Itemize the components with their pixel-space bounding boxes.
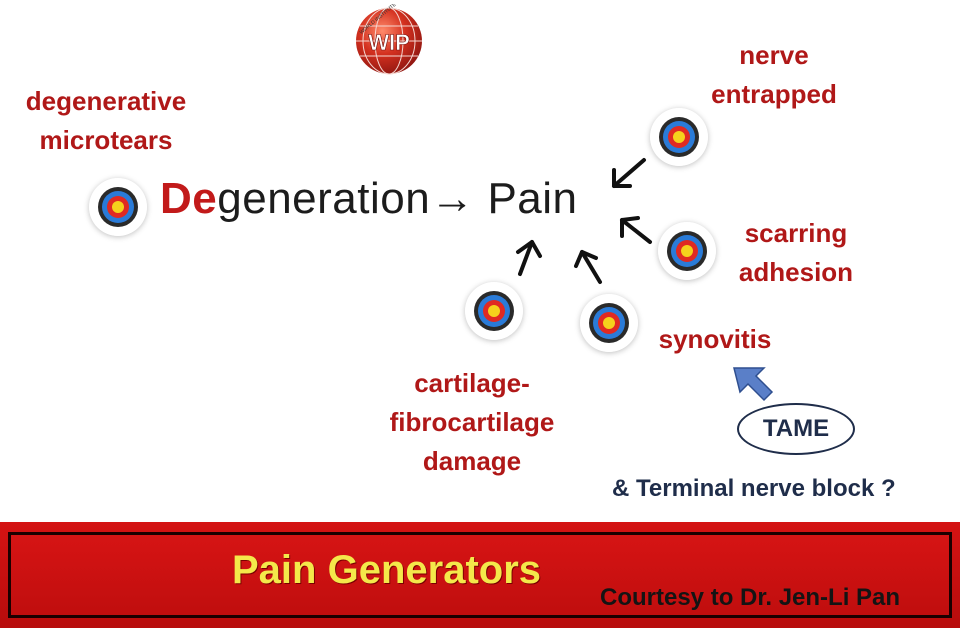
wip-logo: WIP WORLD INSTITUTE OF PAIN xyxy=(352,0,426,78)
label-scarring-adhesion: scarring adhesion xyxy=(726,214,866,292)
label-nerve-entrapped: nerve entrapped xyxy=(694,36,854,114)
blue-arrow-icon xyxy=(733,367,774,402)
title-arrow-icon: → xyxy=(430,174,475,223)
globe-logo-icon: WIP WORLD INSTITUTE OF PAIN xyxy=(356,0,422,75)
target-icon-degenerative xyxy=(89,178,147,236)
target-icon-scarring xyxy=(658,222,716,280)
arrow-icon-cartilage xyxy=(516,240,542,276)
label-line: adhesion xyxy=(738,257,854,287)
footer-title: Pain Generators xyxy=(232,548,542,592)
tame-label: TAME xyxy=(762,415,830,442)
label-synovitis: synovitis xyxy=(650,320,780,359)
label-cartilage-damage: cartilage- fibrocartilage damage xyxy=(362,364,582,481)
title-prefix: De xyxy=(160,174,218,223)
degeneration-pain-heading: Degeneration→ Pain xyxy=(160,174,578,224)
nerve-block-note: & Terminal nerve block ? xyxy=(612,475,896,502)
arrow-icon-synovitis xyxy=(574,250,602,284)
arrow-icon-nerve xyxy=(612,158,646,188)
label-line: entrapped xyxy=(711,79,837,109)
target-icon-cartilage xyxy=(465,282,523,340)
label-degenerative-microtears: degenerative microtears xyxy=(16,82,196,160)
label-line: cartilage- xyxy=(414,368,530,398)
arrow-icon-scarring xyxy=(620,216,652,244)
label-line: damage xyxy=(422,446,522,476)
label-line: synovitis xyxy=(658,324,772,354)
label-line: nerve xyxy=(739,40,809,70)
label-line: fibrocartilage xyxy=(389,407,555,437)
logo-letters: WIP xyxy=(368,30,410,55)
target-icon-synovitis xyxy=(580,294,638,352)
label-line: degenerative xyxy=(25,86,187,116)
target-icon-nerve xyxy=(650,108,708,166)
footer-panel xyxy=(8,532,952,618)
courtesy-credit: Courtesy to Dr. Jen-Li Pan xyxy=(600,584,901,611)
title-rest: generation xyxy=(217,174,431,223)
label-line: scarring xyxy=(744,218,848,248)
label-line: microtears xyxy=(39,125,173,155)
tame-oval: TAME xyxy=(737,403,855,455)
title-target: Pain xyxy=(487,174,578,223)
